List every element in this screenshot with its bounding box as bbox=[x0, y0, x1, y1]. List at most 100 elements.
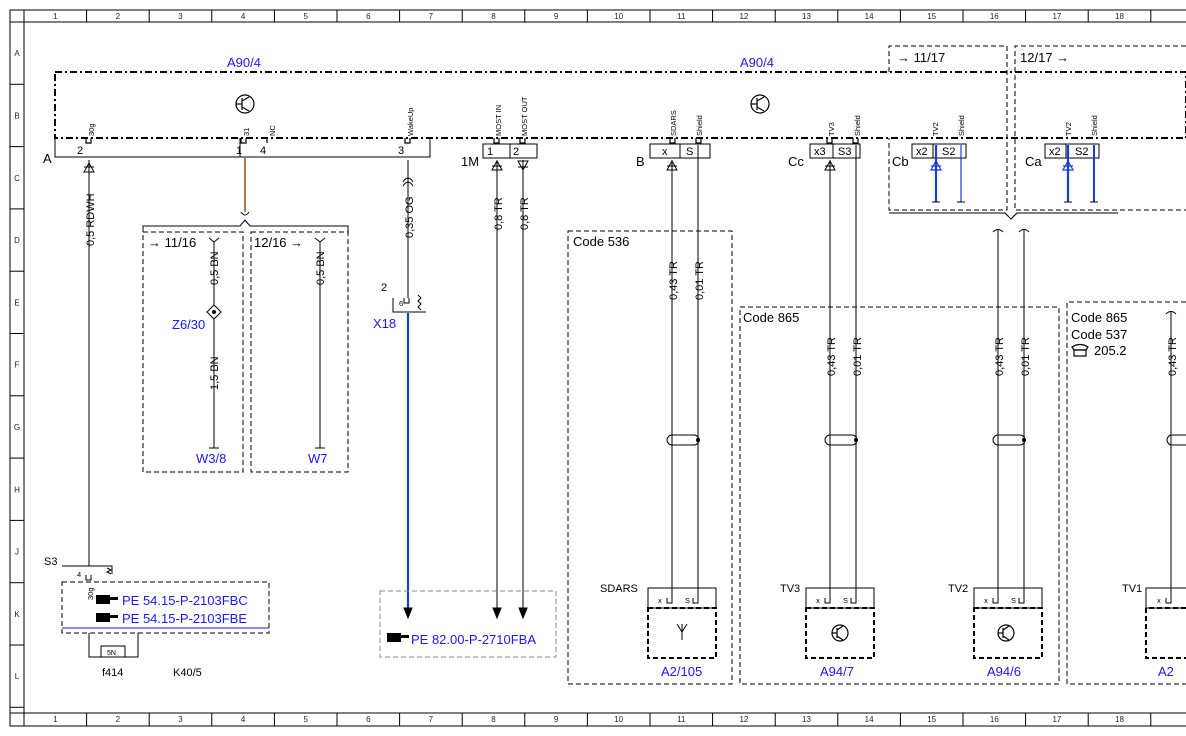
component-label-a94-6[interactable]: A94/6 bbox=[987, 664, 1021, 679]
fuse-rating: 5N bbox=[107, 650, 116, 657]
pin-number: S bbox=[685, 596, 690, 605]
document-link[interactable]: PE 54.15-P-2103FBC bbox=[122, 593, 248, 608]
wire-tv1-signal[interactable] bbox=[1165, 311, 1177, 599]
code-label: Code 536 bbox=[573, 234, 629, 249]
wire-most-out[interactable] bbox=[517, 160, 529, 620]
component-label-x18[interactable]: X18 bbox=[373, 316, 396, 331]
component-box-tv1 bbox=[1145, 587, 1186, 609]
code-box-536 bbox=[567, 230, 733, 685]
pin-number: 2 bbox=[513, 146, 519, 158]
module-box-a2-partial bbox=[1145, 607, 1186, 659]
pin-number: 1 bbox=[236, 145, 242, 157]
wire-bn-z6-30[interactable] bbox=[206, 237, 222, 449]
wire-og-wakeup[interactable] bbox=[402, 160, 414, 298]
pin-contacts bbox=[85, 138, 859, 144]
row-label: J bbox=[15, 548, 19, 557]
connector-label-1m: 1M bbox=[461, 154, 479, 169]
pin-name: TV2 bbox=[931, 122, 940, 136]
connector-cc bbox=[809, 143, 861, 159]
row-label: C bbox=[14, 174, 20, 183]
pin-name: WakeUp bbox=[406, 108, 415, 136]
connector-cb bbox=[911, 143, 967, 159]
column-label: 8 bbox=[491, 715, 496, 724]
wire-tv2-shield[interactable] bbox=[1018, 229, 1030, 599]
column-label: 15 bbox=[927, 715, 936, 724]
wire-label: 0,8 TR bbox=[519, 197, 531, 230]
wire-sdars-signal[interactable] bbox=[666, 159, 678, 598]
pin-number: 6 bbox=[399, 299, 403, 308]
pin-name: Shield bbox=[695, 115, 704, 136]
ref-box-12-16 bbox=[250, 231, 349, 473]
transistor-icon bbox=[235, 94, 255, 114]
wire-label: 0,01 TR bbox=[694, 261, 706, 300]
column-label: 16 bbox=[990, 715, 999, 724]
pin-number: x bbox=[658, 596, 662, 605]
column-label: 12 bbox=[739, 715, 748, 724]
component-label-a94-7[interactable]: A94/7 bbox=[820, 664, 854, 679]
pin-number: 4 bbox=[77, 570, 81, 579]
component-label-w7[interactable]: W7 bbox=[308, 451, 328, 466]
pin-name: TV3 bbox=[827, 122, 836, 136]
wire-tv3-signal[interactable] bbox=[824, 159, 836, 598]
transistor-icon bbox=[750, 94, 770, 114]
column-label: 7 bbox=[429, 12, 434, 21]
pin-number: 2 bbox=[77, 145, 83, 157]
wire-rdwh[interactable] bbox=[83, 160, 95, 566]
document-link[interactable]: PE 82.00-P-2710FBA bbox=[411, 632, 536, 647]
component-label-w3-8[interactable]: W3/8 bbox=[196, 451, 226, 466]
wire-label: 0,5 BN bbox=[209, 251, 221, 285]
module-box-a94-6 bbox=[973, 607, 1043, 659]
row-label: B bbox=[14, 111, 19, 120]
wire-most-in[interactable] bbox=[491, 159, 503, 620]
page-reference: → 11/17 bbox=[897, 50, 945, 65]
column-label: 12 bbox=[739, 12, 748, 21]
component-label-a2-105[interactable]: A2/105 bbox=[661, 664, 702, 679]
row-label: E bbox=[14, 298, 19, 307]
column-label: 16 bbox=[990, 12, 999, 21]
column-label: 14 bbox=[865, 715, 874, 724]
document-link[interactable]: PE 54.15-P-2103FBE bbox=[122, 611, 247, 626]
component-label-a90-4-right[interactable]: A90/4 bbox=[740, 55, 774, 70]
column-label: 11 bbox=[677, 12, 686, 21]
brace-mark bbox=[889, 212, 1118, 220]
wire-ca-shield[interactable] bbox=[1090, 145, 1098, 203]
component-label-a90-4-left[interactable]: A90/4 bbox=[227, 55, 261, 70]
control-unit-a90-4: A90/4 A90/4 bbox=[54, 55, 1186, 139]
ref-box-11-16 bbox=[142, 231, 244, 473]
component-label-tv2: TV2 bbox=[948, 583, 968, 595]
pin-name: Shield bbox=[957, 115, 966, 136]
column-label: 4 bbox=[241, 12, 246, 21]
column-label: 10 bbox=[614, 12, 623, 21]
pointing-hand-icon bbox=[96, 613, 118, 622]
component-label-a2-partial[interactable]: A2 bbox=[1158, 664, 1174, 679]
code-box-865 bbox=[739, 306, 1060, 685]
component-label-z6-30[interactable]: Z6/30 bbox=[172, 317, 205, 332]
pin-number: 2 bbox=[381, 282, 387, 294]
wire-cb-shield[interactable] bbox=[957, 145, 965, 203]
connector-label-cb: Cb bbox=[892, 154, 909, 169]
shield-sleeve bbox=[666, 434, 700, 446]
pin-number: x bbox=[1157, 596, 1161, 605]
wire-bn-w7[interactable] bbox=[314, 237, 326, 449]
component-label-f414: f414 bbox=[102, 667, 123, 679]
ref-box-k40-5 bbox=[61, 581, 270, 634]
page-reference: 12/16 → bbox=[254, 235, 303, 250]
component-label-k40-5: K40/5 bbox=[173, 667, 202, 679]
column-label: 15 bbox=[927, 12, 936, 21]
wire-ca-tv2[interactable] bbox=[1061, 145, 1075, 203]
connector-label-ca: Ca bbox=[1025, 154, 1042, 169]
column-label: 6 bbox=[366, 12, 371, 21]
column-label: 8 bbox=[491, 12, 496, 21]
ref-box-12-17 bbox=[1014, 45, 1186, 211]
wire-bn-ground[interactable] bbox=[240, 158, 250, 216]
code-label: Code 865 bbox=[1071, 310, 1127, 325]
wire-label: 0,43 TR bbox=[1167, 337, 1179, 376]
pin-number: x bbox=[984, 596, 988, 605]
pin-number: S bbox=[686, 146, 693, 158]
ref-box-pe-82 bbox=[379, 590, 557, 658]
column-label: 3 bbox=[178, 715, 183, 724]
wire-tv2-signal[interactable] bbox=[992, 229, 1004, 599]
wire-wakeup-blue[interactable] bbox=[403, 313, 413, 620]
wire-cb-tv2[interactable] bbox=[929, 145, 943, 203]
